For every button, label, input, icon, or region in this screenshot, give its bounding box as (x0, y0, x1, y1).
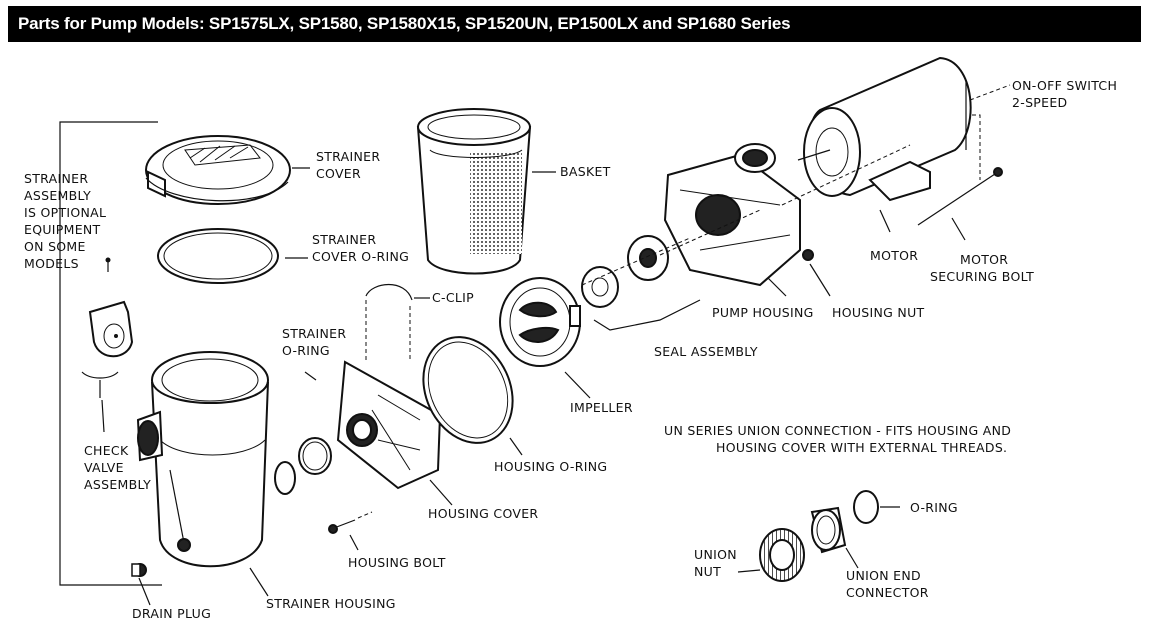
strainer-cover-part (145, 135, 291, 205)
union-end-connector-part (810, 506, 847, 554)
label-housing-bolt: HOUSING BOLT (348, 555, 446, 570)
page-title: Parts for Pump Models: SP1575LX, SP1580,… (18, 14, 791, 33)
drain-plug-part (131, 563, 147, 577)
label-on-off-switch-1: ON-OFF SWITCH (1012, 78, 1117, 93)
label-motor-securing-bolt-2: SECURING BOLT (930, 269, 1034, 284)
label-strainer-assembly-2: ASSEMBLY (24, 188, 91, 203)
label-housing-nut: HOUSING NUT (832, 305, 925, 320)
label-drain-plug: DRAIN PLUG (132, 606, 211, 621)
label-housing-cover: HOUSING COVER (428, 506, 538, 521)
label-union-nut-1: UNION (694, 547, 737, 562)
label-impeller: IMPELLER (570, 400, 633, 415)
label-strainer-assembly-1: STRAINER (24, 171, 88, 186)
strainer-assembly-bracket (59, 121, 162, 586)
c-clip-part (365, 284, 413, 301)
label-seal-assembly: SEAL ASSEMBLY (654, 344, 758, 359)
seal-assembly-part (581, 235, 701, 331)
label-motor: MOTOR (870, 248, 918, 263)
label-strainer-assembly-6: MODELS (24, 256, 79, 271)
label-strainer-housing: STRAINER HOUSING (266, 596, 396, 611)
label-basket: BASKET (560, 164, 611, 179)
label-strainer-cover-oring-1: STRAINER (312, 232, 376, 247)
label-union-end-connector-2: CONNECTOR (846, 585, 929, 600)
housing-nut-part (802, 249, 814, 261)
housing-bolt-part (328, 511, 373, 534)
union-nut-part (759, 528, 805, 582)
strainer-housing-part (136, 351, 296, 568)
label-strainer-oring-1: STRAINER (282, 326, 346, 341)
basket-part (416, 108, 532, 275)
label-o-ring: O-RING (910, 500, 958, 515)
motor-part (797, 56, 981, 202)
header-bar: Parts for Pump Models: SP1575LX, SP1580,… (8, 6, 1141, 42)
union-oring-part (853, 490, 879, 524)
label-strainer-cover-1: STRAINER (316, 149, 380, 164)
label-housing-oring: HOUSING O-RING (494, 459, 607, 474)
pump-housing-part (663, 143, 801, 287)
label-strainer-assembly-5: ON SOME (24, 239, 86, 254)
label-strainer-assembly-3: IS OPTIONAL (24, 205, 106, 220)
label-un-series-1: UN SERIES UNION CONNECTION - FITS HOUSIN… (664, 423, 1011, 438)
label-check-valve-1: CHECK (84, 443, 129, 458)
label-pump-housing: PUMP HOUSING (712, 305, 814, 320)
label-check-valve-2: VALVE (84, 460, 124, 475)
label-motor-securing-bolt-1: MOTOR (960, 252, 1008, 267)
impeller-part (499, 277, 581, 367)
strainer-cover-oring-part (157, 228, 279, 284)
check-valve-part (88, 257, 134, 358)
label-un-series-2: HOUSING COVER WITH EXTERNAL THREADS. (716, 440, 1007, 455)
housing-oring-part (422, 336, 514, 444)
label-strainer-assembly-4: EQUIPMENT (24, 222, 101, 237)
motor-securing-bolt-part (917, 167, 1003, 226)
label-check-valve-3: ASSEMBLY (84, 477, 151, 492)
label-union-nut-2: NUT (694, 564, 721, 579)
label-strainer-cover-2: COVER (316, 166, 361, 181)
label-strainer-oring-2: O-RING (282, 343, 330, 358)
strainer-oring-part (298, 437, 332, 475)
label-strainer-cover-oring-2: COVER O-RING (312, 249, 409, 264)
label-c-clip: C-CLIP (432, 290, 474, 305)
label-union-end-connector-1: UNION END (846, 568, 921, 583)
label-on-off-switch-2: 2-SPEED (1012, 95, 1067, 110)
housing-cover-part (336, 360, 442, 490)
